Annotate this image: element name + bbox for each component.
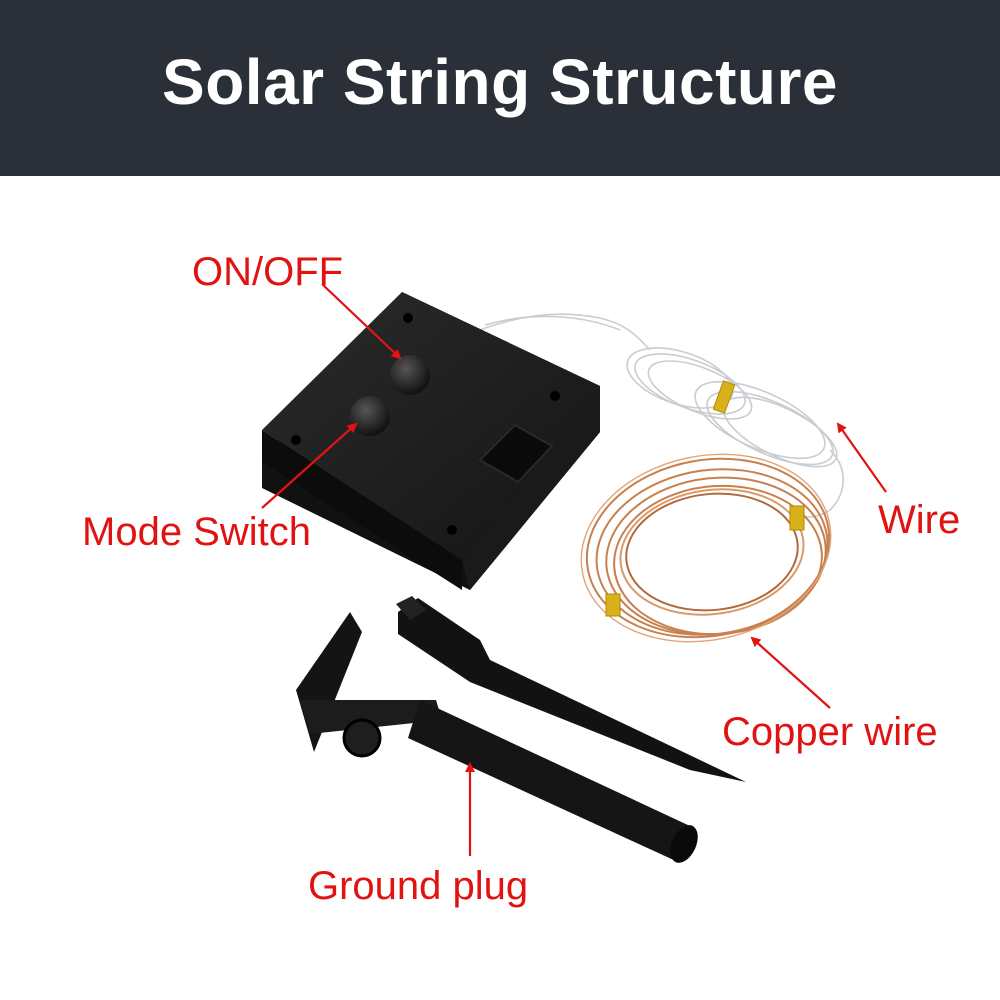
ground-plug: [296, 612, 698, 863]
title-banner: Solar String Structure: [0, 0, 1000, 176]
copper-wire-coil: [580, 453, 832, 643]
mode-switch-arrow: [261, 422, 358, 509]
on-off-button: [390, 355, 430, 395]
silver-wire-coil: [479, 313, 844, 518]
on-off-label: ON/OFF: [192, 250, 344, 294]
annotation-arrows: [261, 283, 887, 856]
solar-control-box: [262, 292, 600, 590]
copper-wire-label: Copper wire: [722, 710, 938, 754]
mode-switch-button: [350, 396, 390, 436]
copper-wire-arrow: [750, 636, 831, 709]
page-title: Solar String Structure: [162, 46, 838, 118]
mode-switch-label: Mode Switch: [82, 510, 311, 554]
ground-stake: [396, 596, 746, 782]
wire-label: Wire: [878, 498, 961, 542]
ground-plug-label: Ground plug: [308, 864, 529, 908]
wire-arrow: [836, 422, 887, 493]
on-off-arrow: [321, 283, 402, 360]
